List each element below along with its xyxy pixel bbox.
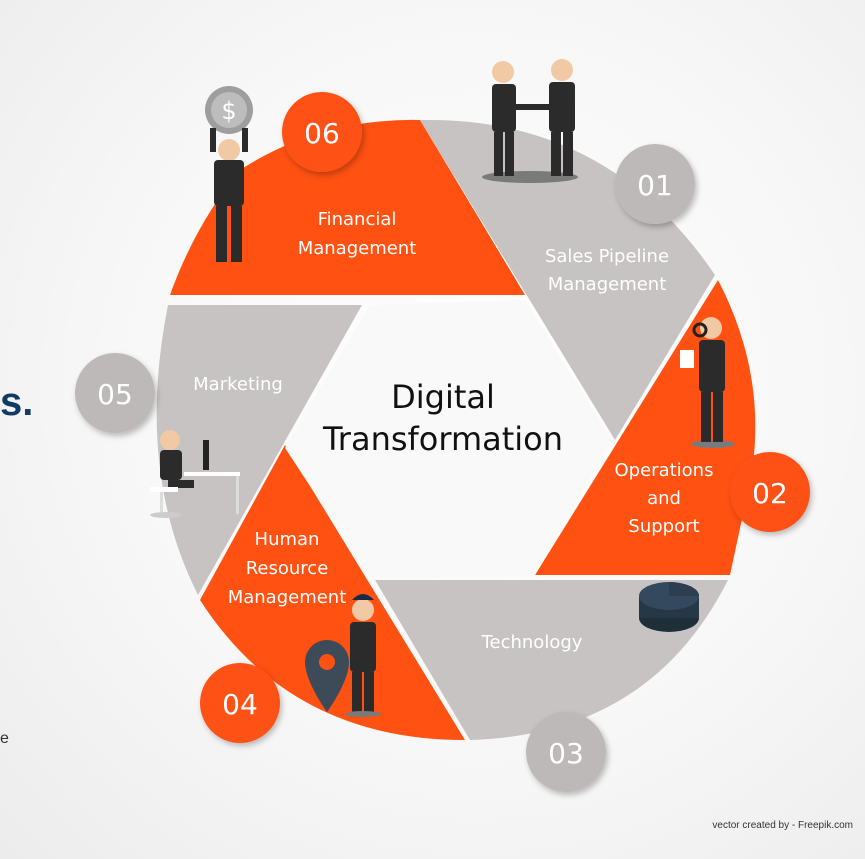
center-title-line-2: Transformation xyxy=(322,420,563,458)
edge-fragment-top: s. xyxy=(0,380,34,424)
coin-dollar-icon: $ xyxy=(205,86,253,262)
badge-04-number: 04 xyxy=(222,688,258,721)
label-05-line-1: Marketing xyxy=(193,374,283,395)
image-credit: vector created by - Freepik.com xyxy=(712,820,853,831)
center-hexagon xyxy=(285,300,612,580)
segment-04-hr[interactable] xyxy=(200,445,465,740)
badge-05[interactable]: 05 xyxy=(75,353,155,433)
segment-labels: Financial Management Sales Pipeline Mana… xyxy=(193,209,713,653)
label-01-line-2: Management xyxy=(548,274,667,295)
label-02-line-2: and xyxy=(647,488,681,509)
pie-chart-icon xyxy=(639,582,699,632)
badge-02-number: 02 xyxy=(752,477,788,510)
center-title-line-1: Digital xyxy=(391,378,495,416)
label-04-line-2: Resource xyxy=(246,558,329,579)
label-01-line-1: Sales Pipeline xyxy=(545,246,669,267)
edge-fragment-bottom: e xyxy=(0,730,9,747)
label-06-line-2: Management xyxy=(298,238,417,259)
segment-05-marketing[interactable] xyxy=(156,305,362,595)
badge-02[interactable]: 02 xyxy=(730,452,810,532)
segment-06-financial[interactable] xyxy=(170,119,525,295)
label-02-line-3: Support xyxy=(628,516,699,537)
number-badges: 06 01 02 03 04 05 xyxy=(75,92,810,792)
handshake-people-icon xyxy=(482,59,578,183)
badge-06[interactable]: 06 xyxy=(282,92,362,172)
magnifier-person-icon xyxy=(680,317,735,448)
label-02-line-1: Operations xyxy=(615,460,714,481)
badge-03-number: 03 xyxy=(548,737,584,770)
location-pin-person-icon xyxy=(305,594,381,717)
desk-computer-person-icon xyxy=(150,430,240,518)
label-03-line-1: Technology xyxy=(481,632,583,653)
badge-01-number: 01 xyxy=(637,169,673,202)
badge-05-number: 05 xyxy=(97,378,133,411)
label-04-line-3: Management xyxy=(228,587,347,608)
label-04-line-1: Human xyxy=(255,529,320,550)
label-06-line-1: Financial xyxy=(318,209,397,230)
badge-03[interactable]: 03 xyxy=(526,712,606,792)
badge-06-number: 06 xyxy=(304,117,340,150)
badge-04[interactable]: 04 xyxy=(200,663,280,743)
svg-text:$: $ xyxy=(221,97,236,125)
badge-01[interactable]: 01 xyxy=(615,144,695,224)
